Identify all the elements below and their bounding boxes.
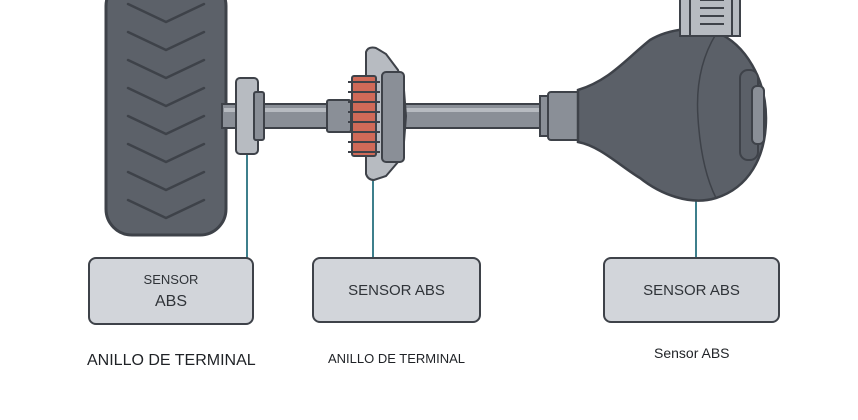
sensor-abs-box-left-line1: SENSOR — [143, 271, 199, 287]
wheel-hub — [235, 77, 265, 155]
caption-middle: ANILLO DE TERMINAL — [326, 349, 468, 368]
shaft-collar — [326, 99, 352, 133]
sensor-abs-box-middle: SENSOR ABS — [312, 257, 481, 323]
caption-right: Sensor ABS — [652, 343, 732, 363]
sensor-abs-box-middle-label: SENSOR ABS — [348, 281, 445, 299]
sensor-abs-box-left-line2: ABS — [154, 292, 187, 310]
sensor-abs-box-right: SENSOR ABS — [603, 257, 780, 323]
sensor-abs-box-left: SENSOR ABS — [88, 257, 254, 325]
tone-ring — [351, 75, 377, 157]
caption-left: ANILLO DE TERMINAL — [83, 350, 260, 372]
tire — [104, 0, 228, 237]
differential — [539, 27, 768, 202]
sensor-abs-box-right-label: SENSOR ABS — [643, 281, 740, 299]
drive-shaft — [679, 0, 741, 37]
tone-ring-assembly — [348, 46, 408, 182]
